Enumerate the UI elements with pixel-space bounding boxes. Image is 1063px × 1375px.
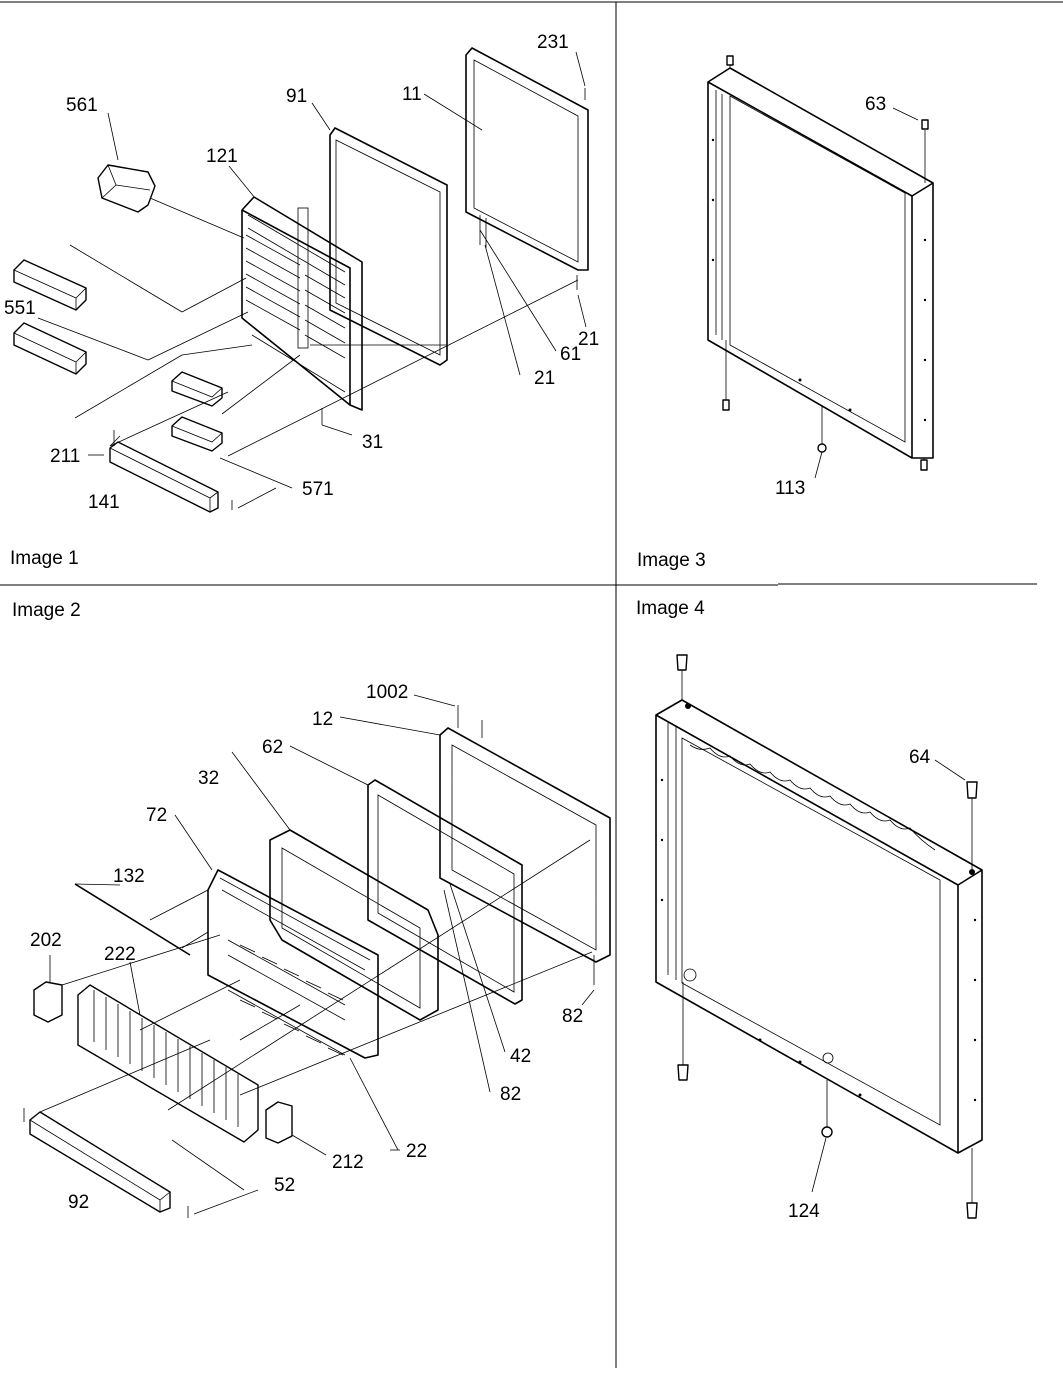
panel-caption: Image 3 [637,550,706,571]
part-202-bracket [33,981,63,1023]
callout-12: 12 [312,709,333,730]
part-121-door-liner [241,196,363,411]
panel-image-1: Image 1 [4,32,599,569]
panel-caption: Image 1 [10,548,79,569]
callout-124: 124 [788,1201,820,1222]
callout-132: 132 [113,866,145,887]
callout-21-b: 21 [534,368,555,389]
callout-63: 63 [865,94,886,115]
panel-image-3: Image 3 63 113 [637,55,934,571]
part-small-bins [171,371,223,452]
callout-82-b: 82 [500,1084,521,1105]
callout-561: 561 [66,95,98,116]
callout-222: 222 [104,944,136,965]
callout-121: 121 [206,146,238,167]
leader-lines [37,51,587,509]
callout-52: 52 [274,1175,295,1196]
callout-62: 62 [262,737,283,758]
part-32-liner [269,829,439,1021]
callout-61: 61 [560,344,581,365]
leader-lines [725,65,926,479]
leader-lines [39,694,595,1215]
callout-551: 551 [4,298,36,319]
callout-211: 211 [50,446,80,467]
callout-22: 22 [406,1141,427,1162]
part-141-bar [109,430,233,513]
callout-571: 571 [302,479,334,500]
callout-21: 21 [578,329,599,350]
part-91-gasket [329,127,448,366]
part-222-rack [77,984,259,1143]
leader-lines [681,670,973,1203]
callout-231: 231 [537,32,569,53]
callout-91: 91 [286,86,307,107]
part-92-bar [23,1108,189,1218]
callout-31: 31 [362,432,383,453]
part-132-rod [74,883,191,956]
callout-32: 32 [198,768,219,789]
panel-image-4: Image 4 [636,598,983,1222]
callout-141: 141 [88,492,120,513]
callout-82: 82 [562,1006,583,1027]
callout-212: 212 [332,1152,364,1173]
part-12-frame [439,705,611,985]
panel-caption: Image 2 [12,600,81,621]
part-frame-image-4 [655,654,983,1219]
part-11-door-panel [465,47,589,290]
part-frame-image-3 [707,55,934,471]
callout-202: 202 [30,930,62,951]
callout-92: 92 [68,1192,89,1213]
callout-72: 72 [146,805,167,826]
part-62-gasket [367,779,523,1005]
panel-image-2: Image 2 [12,600,611,1218]
part-212-bracket [265,1101,293,1144]
callout-42: 42 [510,1046,531,1067]
callout-113: 113 [775,478,805,499]
panel-caption: Image 4 [636,598,705,619]
part-561-cover [97,164,156,213]
callout-11: 11 [402,84,422,105]
callout-64: 64 [909,747,931,768]
callout-1002: 1002 [366,682,408,703]
part-551-bins [13,259,87,375]
